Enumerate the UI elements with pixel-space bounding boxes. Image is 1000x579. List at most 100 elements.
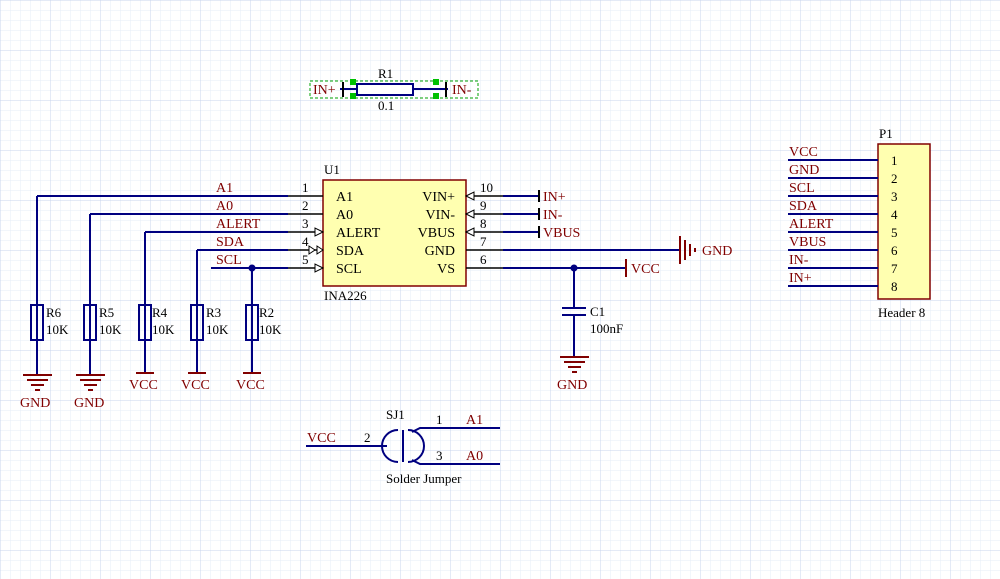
u1-right-net-label: IN-: [543, 208, 563, 223]
net-label-scl: SCL: [216, 253, 242, 268]
p1-pin-number: 2: [891, 171, 898, 186]
r1-handle[interactable]: [350, 93, 356, 99]
u1-designator: U1: [324, 162, 340, 177]
r6-value: 10K: [46, 322, 69, 337]
sj1-designator: SJ1: [386, 407, 405, 422]
p1-header[interactable]: P1 Header 8 VCC GND SCL SDA ALERT VBUS I…: [788, 126, 931, 320]
r5-power-label: GND: [74, 396, 104, 411]
r2-resistor[interactable]: R2 10K VCC: [236, 304, 282, 393]
c1-designator: C1: [590, 304, 605, 319]
u1-pin-name: VBUS: [418, 226, 455, 241]
p1-net-label: GND: [789, 163, 819, 178]
r1-handle[interactable]: [433, 93, 439, 99]
sj1-pin3-number: 3: [436, 448, 443, 463]
p1-part-name: Header 8: [878, 305, 925, 320]
p1-net-label: VBUS: [789, 235, 826, 250]
gnd-power-label: GND: [702, 244, 732, 259]
r5-designator: R5: [99, 305, 114, 320]
u1-right-net-label: IN+: [543, 190, 566, 205]
r4-designator: R4: [152, 305, 168, 320]
ground-icon: [679, 236, 696, 264]
p1-pin-number: 3: [891, 189, 898, 204]
u1-pin9-direction-icon: [464, 209, 475, 219]
sj1-part-name: Solder Jumper: [386, 471, 462, 486]
r6-resistor[interactable]: R6 10K GND: [20, 304, 69, 411]
net-label-sda: SDA: [216, 235, 245, 250]
sj1-pin1-wire[interactable]: [411, 427, 500, 433]
sj1-pin3-net: A0: [466, 449, 483, 464]
u1-pin-name: GND: [425, 244, 455, 259]
r3-designator: R3: [206, 305, 221, 320]
r1-body: [356, 83, 414, 96]
u1-part-name: INA226: [324, 288, 367, 303]
sj1-pin1-net: A1: [466, 413, 483, 428]
p1-pin-number: 1: [891, 153, 898, 168]
u1-left-pins: 1 2 3 4 5 A1 A0 ALERT SDA SCL: [288, 180, 381, 277]
u1-right-net-label: VBUS: [543, 226, 580, 241]
r1-right-net-label: IN-: [452, 83, 472, 98]
u1-ina226[interactable]: U1 INA226 1 2 3 4 5 A1 A0 ALERT SDA SCL: [288, 162, 503, 303]
u1-pin-number: 8: [480, 216, 487, 231]
r2-value: 10K: [259, 322, 282, 337]
u1-pin-name: VIN+: [422, 190, 455, 205]
r2-designator: R2: [259, 305, 274, 320]
p1-net-label: IN+: [789, 271, 812, 286]
r1-value: 0.1: [378, 98, 394, 113]
u1-pin-number: 2: [302, 198, 309, 213]
sj1-left-pad-icon: [381, 429, 399, 463]
r1-designator: R1: [378, 66, 393, 81]
u1-pin-name: SDA: [336, 244, 365, 259]
r1-selection-box: [309, 80, 479, 99]
p1-pin-number: 5: [891, 225, 898, 240]
u1-pin-number: 9: [480, 198, 487, 213]
ground-icon: [76, 374, 105, 391]
r5-resistor[interactable]: R5 10K GND: [74, 304, 122, 411]
r4-power-label: VCC: [129, 378, 158, 393]
left-nets: A1 A0 ALERT SDA SCL: [36, 181, 288, 305]
u1-body: [322, 179, 467, 287]
p1-pin-number: 7: [891, 261, 898, 276]
u1-pin-name: A1: [336, 190, 353, 205]
sj1-pin2-number: 2: [364, 430, 371, 445]
u1-pin3-direction-icon: [314, 227, 325, 237]
u1-right-pins: 10 9 8 7 6 VIN+ VIN- VBUS GND VS: [418, 180, 503, 277]
p1-net-label: ALERT: [789, 217, 834, 232]
u1-pin-number: 5: [302, 252, 309, 267]
r1-handle[interactable]: [350, 79, 356, 85]
net-label-a0: A0: [216, 199, 233, 214]
p1-net-label: VCC: [789, 145, 818, 160]
r6-power-label: GND: [20, 396, 50, 411]
sj1-pin3-wire[interactable]: [411, 459, 500, 465]
c1-capacitor[interactable]: C1 100nF GND: [557, 268, 623, 393]
net-label-a1: A1: [216, 181, 233, 196]
u1-pin-name: VS: [437, 262, 455, 277]
u1-pin-number: 1: [302, 180, 309, 195]
u1-pin4-direction-icon: [308, 245, 316, 255]
p1-net-label: IN-: [789, 253, 809, 268]
r1-left-net-label: IN+: [313, 83, 336, 98]
r3-resistor[interactable]: R3 10K VCC: [181, 304, 229, 393]
u1-pin-name: ALERT: [336, 226, 381, 241]
c1-value: 100nF: [590, 321, 623, 336]
ground-icon: [23, 374, 52, 391]
r1-handle[interactable]: [433, 79, 439, 85]
p1-net-label: SCL: [789, 181, 815, 196]
sj1-solder-jumper[interactable]: SJ1 VCC 2 1 A1 3 A0 Solder Jumper: [306, 407, 500, 486]
p1-body: [877, 143, 931, 300]
u1-pin-number: 4: [302, 234, 309, 249]
r6-designator: R6: [46, 305, 62, 320]
c1-power-label: GND: [557, 378, 587, 393]
r3-power-label: VCC: [181, 378, 210, 393]
net-label-alert: ALERT: [216, 217, 261, 232]
u1-pin-number: 6: [480, 252, 487, 267]
r4-resistor[interactable]: R4 10K VCC: [129, 304, 175, 393]
r4-value: 10K: [152, 322, 175, 337]
junction-dot: [248, 264, 256, 272]
r2-power-label: VCC: [236, 378, 265, 393]
sj1-pin2-net: VCC: [307, 431, 336, 446]
u1-pin-number: 3: [302, 216, 309, 231]
r1-shunt-resistor[interactable]: R1 0.1 IN+ IN-: [309, 66, 479, 113]
p1-pin-lines: [788, 159, 878, 287]
